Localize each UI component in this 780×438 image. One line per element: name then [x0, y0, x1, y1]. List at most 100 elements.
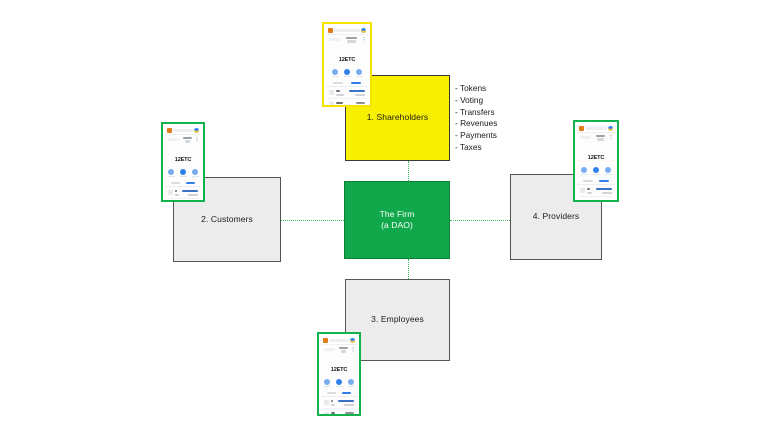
node-customers-label: 2. Customers [201, 213, 253, 224]
phone-screen: 12ETC [326, 26, 368, 105]
tab-assets[interactable] [580, 178, 596, 184]
connector-customers-firm [281, 220, 344, 221]
action-receive-button[interactable] [592, 166, 600, 176]
phone-mockup-employees[interactable]: 12ETC [317, 332, 361, 416]
action-swap-button[interactable] [191, 168, 199, 178]
more-options-icon[interactable] [196, 137, 198, 143]
more-options-icon[interactable] [363, 37, 365, 43]
balance-amount: 12ETC [587, 154, 605, 161]
account-chip [329, 38, 340, 42]
transaction-amount [349, 90, 365, 96]
wallet-tabs [577, 178, 615, 186]
transaction-icon [580, 188, 585, 194]
wallet-account-row[interactable] [165, 135, 201, 145]
wallet-account-row[interactable] [577, 133, 615, 143]
phone-screen: 12ETC [321, 336, 357, 414]
transaction-amount [344, 411, 354, 414]
transaction-row[interactable] [328, 88, 366, 99]
more-options-icon[interactable] [352, 347, 354, 353]
wallet-actions [165, 168, 201, 181]
transaction-row[interactable] [328, 100, 366, 105]
action-receive-button[interactable] [179, 168, 187, 178]
account-name [337, 347, 350, 353]
wallet-account-row[interactable] [321, 345, 357, 355]
avatar-icon[interactable] [608, 126, 613, 131]
wallet-logo-icon [328, 28, 333, 33]
node-firm[interactable]: The Firm (a DAO) [344, 181, 450, 259]
transaction-amount [338, 400, 354, 406]
transaction-icon [329, 101, 334, 105]
tab-activity[interactable] [347, 80, 365, 86]
transaction-icon [324, 400, 329, 406]
transaction-row[interactable] [323, 410, 355, 414]
action-receive-button[interactable] [343, 68, 351, 78]
node-shareholders-label: 1. Shareholders [366, 112, 429, 123]
phone-mockup-customers[interactable]: 12ETC [161, 122, 205, 202]
action-send-button[interactable] [167, 168, 175, 178]
transaction-row[interactable] [167, 188, 199, 199]
wallet-logo-icon [579, 126, 584, 131]
action-swap-button[interactable] [347, 378, 355, 388]
more-options-icon[interactable] [610, 135, 612, 141]
tab-assets[interactable] [168, 180, 183, 186]
action-send-button[interactable] [580, 166, 588, 176]
wallet-balance: 12ETC [165, 145, 201, 168]
wallet-header [165, 126, 201, 135]
transaction-detail [336, 101, 353, 105]
transaction-row[interactable] [579, 198, 613, 200]
node-employees[interactable]: 3. Employees [345, 279, 450, 361]
wallet-search-pill[interactable] [329, 338, 349, 343]
tab-activity[interactable] [339, 390, 354, 396]
transaction-row[interactable] [167, 200, 199, 201]
wallet-logo-icon [323, 338, 328, 343]
annotation-item-tokens: - Tokens [455, 83, 487, 93]
transaction-icon [329, 90, 334, 96]
account-chip [324, 348, 335, 352]
account-chip [580, 136, 591, 140]
wallet-actions [577, 166, 615, 179]
transaction-row[interactable] [323, 398, 355, 409]
phone-mockup-providers[interactable]: 12ETC [573, 120, 619, 202]
avatar-icon[interactable] [350, 338, 355, 343]
transaction-row[interactable] [579, 186, 613, 197]
avatar-icon[interactable] [194, 128, 199, 133]
transaction-list [577, 185, 615, 200]
tab-activity[interactable] [596, 178, 612, 184]
node-employees-label: 3. Employees [371, 314, 424, 325]
avatar-icon[interactable] [361, 28, 366, 33]
action-swap-button[interactable] [355, 68, 363, 78]
action-receive-button[interactable] [335, 378, 343, 388]
wallet-balance: 12ETC [577, 143, 615, 166]
node-firm-label-line1: The Firm [379, 208, 415, 219]
wallet-logo-icon [167, 128, 172, 133]
tab-assets[interactable] [329, 80, 347, 86]
wallet-search-pill[interactable] [585, 126, 607, 131]
transaction-detail [175, 190, 180, 196]
transaction-detail [336, 90, 347, 96]
balance-amount: 12ETC [338, 56, 356, 63]
wallet-search-pill[interactable] [334, 28, 360, 33]
annotation-item-voting: - Voting [455, 94, 484, 105]
tab-activity[interactable] [183, 180, 198, 186]
annotation-item-payments: - Payments [455, 130, 497, 141]
transaction-icon [324, 411, 329, 414]
wallet-header [321, 336, 357, 345]
annotation-item-transfers: - Transfers [455, 106, 495, 117]
transaction-amount [596, 188, 612, 194]
wallet-search-pill[interactable] [173, 128, 193, 133]
transaction-detail [331, 411, 342, 414]
phone-screen: 12ETC [577, 124, 615, 200]
annotation-item-revenues: - Revenues [455, 118, 498, 129]
transaction-list [321, 397, 357, 414]
connector-firm-providers [450, 220, 510, 221]
tab-assets[interactable] [324, 390, 339, 396]
transaction-icon [580, 199, 585, 200]
wallet-account-row[interactable] [326, 35, 368, 45]
action-send-button[interactable] [323, 378, 331, 388]
node-providers-label: 4. Providers [532, 211, 580, 222]
action-swap-button[interactable] [604, 166, 612, 176]
wallet-tabs [321, 390, 357, 398]
shareholders-annotation-list: - Tokens - Voting - Transfers - Revenues… [455, 83, 497, 154]
action-send-button[interactable] [331, 68, 339, 78]
phone-mockup-shareholders[interactable]: 12ETC [322, 22, 372, 107]
